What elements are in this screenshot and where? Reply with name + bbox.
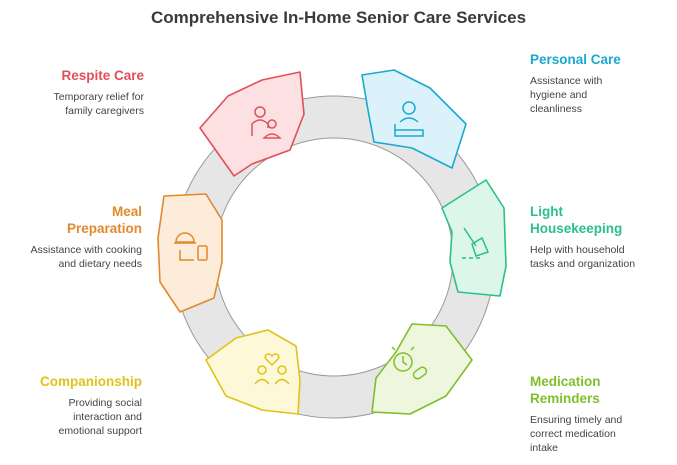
desc-light-housekeeping: Help with household tasks and organizati… (530, 244, 636, 270)
desc-companionship: Providing social interaction and emotion… (58, 397, 142, 437)
heading-medication-reminders: Medication Reminders (530, 374, 601, 406)
broom-icon (462, 227, 490, 259)
desc-respite-care: Temporary relief for family caregivers (53, 91, 144, 117)
label-respite-care: Respite Care Temporary relief for family… (26, 67, 144, 118)
label-light-housekeeping: Light Housekeeping Help with household t… (530, 203, 648, 271)
person-bed-icon (394, 101, 424, 137)
desc-medication-reminders: Ensuring timely and correct medication i… (530, 414, 623, 454)
segment-companionship (205, 329, 301, 415)
two-people-heart-icon (254, 353, 290, 385)
heading-personal-care: Personal Care (530, 52, 621, 67)
heading-meal-preparation-text: Meal Preparation (66, 204, 142, 236)
segment-light-housekeeping (441, 179, 507, 297)
label-meal-preparation: Meal Preparation Assistance with cooking… (24, 203, 142, 271)
segment-medication-reminders (371, 323, 473, 415)
caregiver-icon (251, 106, 282, 139)
label-medication-reminders: Medication Reminders Ensuring timely and… (530, 373, 648, 455)
segment-personal-care (361, 69, 467, 169)
heading-companionship: Companionship (40, 374, 142, 389)
label-personal-care: Personal Care Assistance with hygiene an… (530, 51, 648, 116)
diagram-title: Comprehensive In-Home Senior Care Servic… (150, 8, 527, 27)
desc-meal-preparation: Assistance with cooking and dietary need… (30, 244, 142, 270)
segment-meal-preparation (157, 193, 223, 313)
desc-personal-care: Assistance with hygiene and cleanliness (530, 75, 603, 115)
heading-light-housekeeping: Light Housekeeping (530, 204, 623, 236)
alarm-pill-icon (391, 346, 428, 380)
segment-respite-care (199, 71, 305, 177)
heading-respite-care: Respite Care (61, 68, 144, 83)
heading-meal-preparation: Meal Preparation (24, 203, 142, 237)
cloche-phone-icon (174, 232, 208, 261)
label-companionship: Companionship Providing social interacti… (24, 373, 142, 438)
